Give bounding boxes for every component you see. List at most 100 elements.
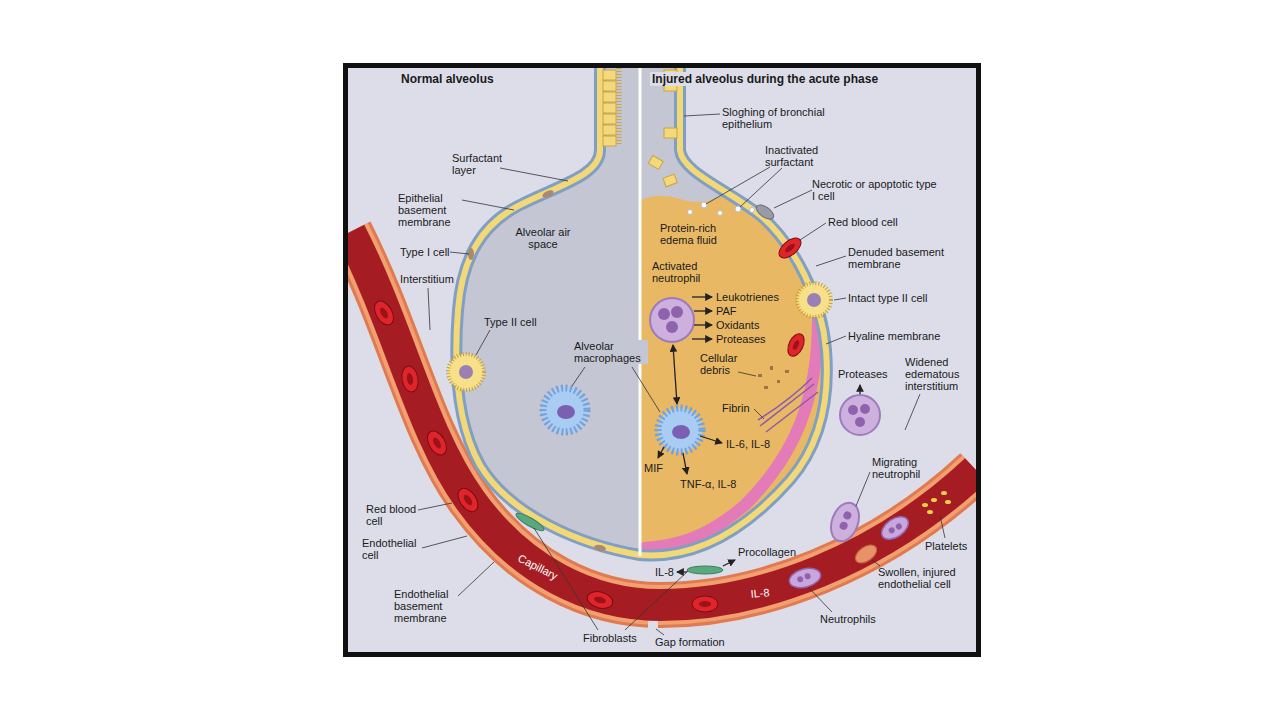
neutrophil xyxy=(860,404,870,414)
label: Widened edematous interstitium xyxy=(905,356,971,392)
label: IL-8 xyxy=(750,586,770,600)
bronchial-epithelium xyxy=(648,156,663,170)
platelets xyxy=(922,503,928,507)
red-blood-cell xyxy=(454,485,482,515)
fibroblast xyxy=(687,566,723,574)
neutrophil xyxy=(855,417,865,427)
neutrophil xyxy=(842,510,852,520)
label: Sloghing of bronchial epithelium xyxy=(722,106,827,130)
leader-line xyxy=(808,587,832,612)
alveolar-macrophage xyxy=(543,388,702,452)
capillary-neutrophil xyxy=(888,526,896,534)
neutrophil xyxy=(650,298,880,545)
type-ii-cell xyxy=(459,365,473,379)
type-ii-cell xyxy=(448,354,484,390)
label: Proteases xyxy=(716,333,766,345)
neutrophil xyxy=(826,499,864,545)
label: IL-6, IL-8 xyxy=(726,438,770,450)
bronchial-epithelium xyxy=(603,103,616,113)
inactivated-surfactant xyxy=(750,208,755,213)
label: Cellular debris xyxy=(700,352,750,376)
leader-line xyxy=(458,562,494,596)
platelets xyxy=(922,491,951,514)
label: Epithelial basement membrane xyxy=(398,192,460,228)
necrotic-type-i-cell xyxy=(754,202,776,222)
alveolar-red-blood-cell xyxy=(792,339,801,350)
label: Endothelial basement membrane xyxy=(394,588,458,624)
necrotic-type-i-cell xyxy=(754,202,776,222)
inactivated-surfactant xyxy=(701,202,707,208)
label: Procollagen xyxy=(738,546,796,558)
leader-line xyxy=(450,252,469,254)
neutrophil xyxy=(839,521,849,531)
label: Surfactant layer xyxy=(452,152,510,176)
mediator-arrow xyxy=(723,560,735,566)
neutrophil xyxy=(840,395,880,435)
leader-line xyxy=(774,190,812,208)
alveolar-red-blood-cell xyxy=(785,331,808,359)
alveolus xyxy=(456,68,827,555)
fibroblast xyxy=(514,511,546,534)
neutrophil xyxy=(826,499,864,545)
type-ii-cell xyxy=(807,293,821,307)
label: Hyaline membrane xyxy=(848,330,940,342)
red-blood-cell xyxy=(424,428,451,459)
capillary-neutrophil xyxy=(787,565,823,591)
red-blood-cell xyxy=(462,493,474,506)
cellular-debris xyxy=(785,370,789,373)
capillary-neutrophil xyxy=(804,573,811,580)
label: Activated neutrophil xyxy=(652,260,716,284)
platelets xyxy=(941,491,947,495)
panel-title: Injured alveolus during the acute phase xyxy=(650,72,880,86)
label: Red blood cell xyxy=(366,503,422,527)
red-blood-cell xyxy=(699,601,711,607)
cellular-debris xyxy=(758,366,789,389)
cellular-debris xyxy=(764,386,768,389)
label: Gap formation xyxy=(655,636,725,648)
label: Inactivated surfactant xyxy=(765,144,831,168)
label: Fibrin xyxy=(722,402,750,414)
label: Denuded basement membrane xyxy=(848,246,948,270)
label: Migrating neutrophil xyxy=(872,456,932,480)
alveolar-macrophage xyxy=(543,388,587,432)
red-blood-cell xyxy=(378,306,389,319)
illustration xyxy=(350,68,976,635)
red-blood-cell xyxy=(593,596,606,605)
label: Protein-rich edema fluid xyxy=(660,222,736,246)
label: Necrotic or apoptotic type I cell xyxy=(812,178,942,202)
alveolar-red-blood-cell xyxy=(776,234,805,261)
leader-line xyxy=(462,200,514,210)
red-blood-cell xyxy=(431,436,442,449)
cellular-debris xyxy=(777,380,780,383)
bronchial-epithelium xyxy=(603,70,616,80)
leader-line xyxy=(706,167,770,204)
capillary-neutrophil xyxy=(895,522,903,530)
alveolar-red-blood-cell xyxy=(785,331,808,359)
red-blood-cell xyxy=(692,596,718,612)
platelets xyxy=(927,510,933,514)
red-blood-cell xyxy=(406,373,414,386)
leader-line xyxy=(476,330,490,355)
label: Red blood cell xyxy=(828,216,898,228)
leader-line xyxy=(656,629,664,635)
fibrin xyxy=(758,378,812,420)
bronchial-epithelium xyxy=(663,174,677,187)
alveolus xyxy=(456,68,827,555)
type-i-cell-nucleus xyxy=(541,189,554,200)
bronchial-epithelium xyxy=(603,125,616,135)
leader-line xyxy=(816,256,846,266)
mediator-arrow xyxy=(673,345,677,404)
bronchial-epithelium xyxy=(603,114,616,124)
fibrin xyxy=(766,392,818,432)
leader-line xyxy=(856,472,870,506)
mediator-arrow xyxy=(658,297,860,572)
neutrophil xyxy=(658,308,670,320)
bronchial-epithelium xyxy=(664,128,677,138)
bronchial-epithelium xyxy=(603,92,616,102)
leader-line xyxy=(625,571,688,630)
label: Intact type II cell xyxy=(848,292,927,304)
capillary-neutrophil xyxy=(878,512,913,544)
mediator-arrow xyxy=(677,571,687,572)
mediator-arrow xyxy=(694,324,712,325)
red-blood-cell xyxy=(371,298,398,329)
